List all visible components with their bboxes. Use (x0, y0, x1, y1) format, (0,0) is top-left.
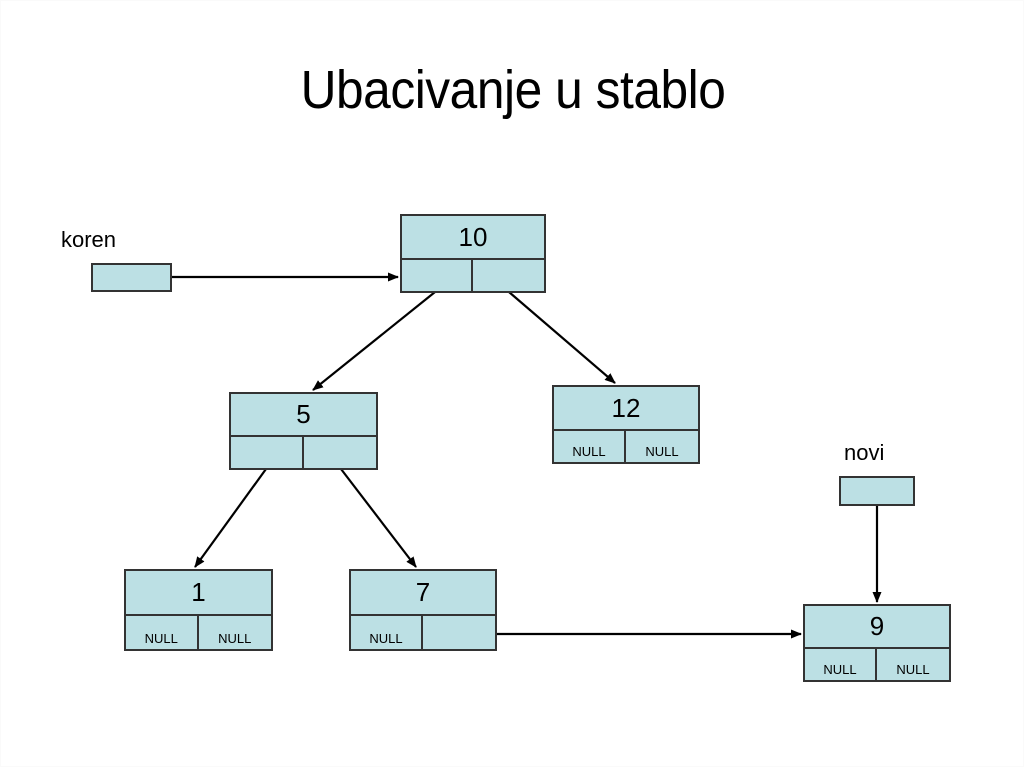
tree-node-seven-right-pointer[interactable] (423, 616, 495, 649)
tree-node-one[interactable]: 1 NULL NULL (124, 569, 273, 651)
tree-node-root[interactable]: 10 (400, 214, 546, 293)
tree-node-seven-value: 7 (351, 571, 495, 616)
edge-five-right-to-seven (340, 468, 417, 568)
pointer-label-koren: koren (61, 227, 117, 252)
tree-node-seven-left-pointer[interactable]: NULL (351, 616, 423, 649)
tree-node-nine-pointers: NULL NULL (805, 649, 949, 680)
tree-node-nine-left-pointer[interactable]: NULL (805, 649, 877, 680)
tree-node-root-pointers (402, 260, 544, 291)
tree-node-nine[interactable]: 9 NULL NULL (803, 604, 951, 682)
page-title: Ubacivanje u stablo (300, 60, 726, 120)
tree-node-twelve-value: 12 (554, 387, 698, 431)
tree-node-one-left-pointer[interactable]: NULL (126, 616, 199, 649)
pointer-label-novi: novi (844, 440, 885, 465)
tree-node-five-value: 5 (231, 394, 376, 437)
tree-node-twelve-left-pointer[interactable]: NULL (554, 431, 626, 462)
pointer-box-novi[interactable] (839, 476, 915, 506)
tree-node-root-value: 10 (402, 216, 544, 260)
edge-root-right-to-twelve (508, 291, 616, 384)
tree-node-one-right-pointer[interactable]: NULL (218, 631, 252, 646)
tree-node-twelve[interactable]: 12 NULL NULL (552, 385, 700, 464)
tree-node-root-right-pointer[interactable] (473, 260, 544, 291)
tree-node-five[interactable]: 5 (229, 392, 378, 470)
tree-node-seven-pointers: NULL (351, 616, 495, 649)
edge-root-left-to-five (312, 291, 436, 391)
edge-five-left-to-one (194, 468, 267, 568)
tree-node-one-value: 1 (126, 571, 271, 616)
tree-node-nine-value: 9 (805, 606, 949, 649)
pointer-box-koren[interactable] (91, 263, 172, 292)
tree-node-twelve-pointers: NULL NULL (554, 431, 698, 462)
tree-node-root-left-pointer[interactable] (402, 260, 473, 291)
tree-node-five-pointers (231, 437, 376, 468)
tree-node-twelve-right-pointer[interactable]: NULL (645, 444, 679, 459)
tree-node-seven[interactable]: 7 NULL (349, 569, 497, 651)
tree-node-one-pointers: NULL NULL (126, 616, 271, 649)
tree-node-five-right-pointer[interactable] (304, 437, 377, 468)
tree-node-nine-right-pointer[interactable]: NULL (896, 662, 930, 677)
tree-node-five-left-pointer[interactable] (231, 437, 304, 468)
